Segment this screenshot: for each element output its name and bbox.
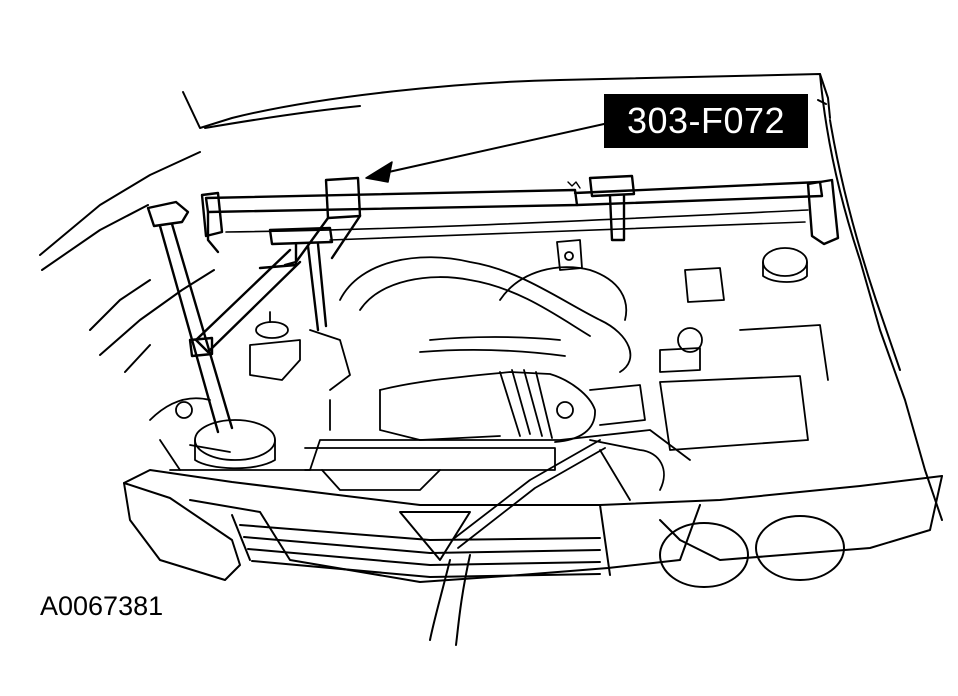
tool-number-label: 303-F072 [626,100,786,141]
raised-hood [182,73,943,521]
engine-lifting-bracket [146,174,840,434]
left-fender [39,151,215,373]
front-grille [123,469,943,646]
figure-id-label: A0067381 [40,591,164,621]
arrow-pointer [365,123,605,183]
tool-number-callout: 303-F072 [604,94,808,148]
engine-components [149,239,829,549]
